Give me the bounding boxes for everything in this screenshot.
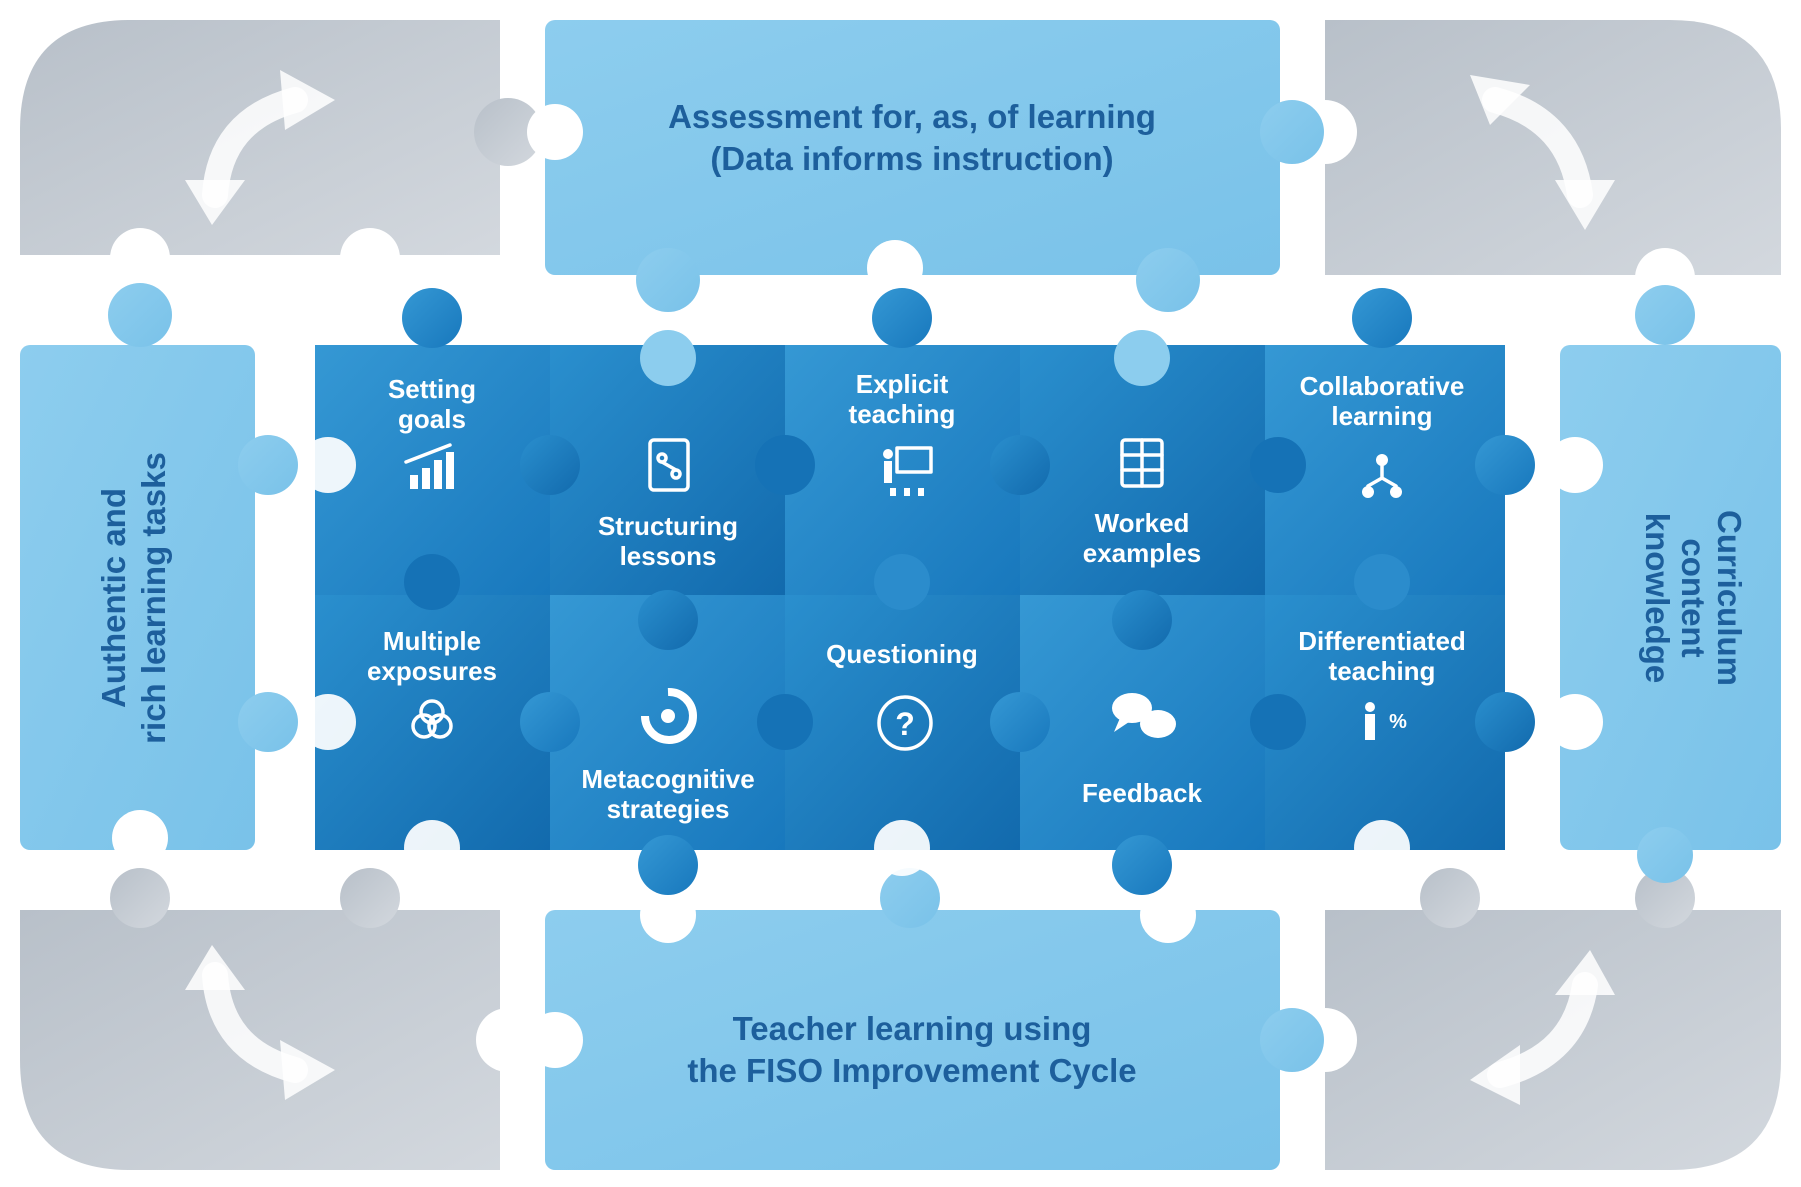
piece-feedback: Feedback: [990, 590, 1265, 895]
left-band-piece: Authentic and rich learning tasks: [20, 283, 298, 866]
piece-label-line1: Collaborative: [1300, 371, 1465, 401]
bar-chart-icon: [404, 443, 454, 489]
left-band-title-line2: rich learning tasks: [135, 452, 172, 744]
piece-label-line1: Feedback: [1082, 778, 1202, 808]
piece-label-line2: strategies: [607, 794, 730, 824]
top-band-title-line2: (Data informs instruction): [710, 140, 1113, 177]
inner-grid: Setting goals Structuring lessons: [300, 288, 1535, 895]
bottom-band-piece: Teacher learning using the FISO Improvem…: [527, 868, 1324, 1170]
piece-label-line1: Questioning: [826, 639, 978, 669]
worked-grid-icon: [1120, 438, 1164, 488]
org-chart-icon: [1362, 454, 1402, 498]
piece-worked-examples: Worked examples: [990, 330, 1265, 595]
piece-multiple-exposures: Multiple exposures: [300, 554, 550, 876]
svg-text:%: %: [1389, 711, 1407, 733]
teacher-board-icon: [883, 446, 933, 496]
piece-label-line2: teaching: [849, 399, 956, 429]
piece-differentiated-teaching: Differentiated teaching %: [1250, 554, 1535, 876]
bottom-band-title-line1: Teacher learning using: [733, 1010, 1092, 1047]
piece-collaborative-learning: Collaborative learning: [1250, 288, 1535, 595]
right-band-title-line1: Curriculum: [1711, 510, 1748, 686]
corner-bottom-right: [1293, 868, 1781, 1170]
piece-structuring-lessons: Structuring lessons: [520, 330, 785, 595]
cycle-arrows-icon: [185, 70, 335, 225]
piece-explicit-teaching: Explicit teaching: [755, 288, 1020, 595]
venn-icon: [411, 699, 453, 739]
piece-label-line1: Worked: [1095, 508, 1190, 538]
piece-label-line2: examples: [1083, 538, 1202, 568]
presenter-icon: %: [1365, 702, 1407, 740]
piece-questioning: Questioning ?: [757, 554, 1020, 876]
cycle-arrows-icon: [1470, 75, 1615, 230]
piece-metacognitive-strategies: Metacognitive strategies: [520, 590, 785, 895]
lesson-plan-icon: [648, 438, 690, 492]
speech-bubbles-icon: [1112, 693, 1176, 738]
right-band-title-line3: knowledge: [1639, 513, 1676, 684]
piece-label-line2: lessons: [620, 541, 717, 571]
piece-label-line1: Setting: [388, 374, 476, 404]
svg-text:?: ?: [895, 706, 915, 742]
question-mark-icon: ?: [877, 695, 933, 751]
piece-label-line2: teaching: [1329, 656, 1436, 686]
corner-top-right: [1293, 20, 1781, 308]
top-band-title-line1: Assessment for, as, of learning: [668, 98, 1156, 135]
cycle-arrows-icon: [1470, 950, 1615, 1105]
left-band-title-line1: Authentic and: [95, 488, 132, 708]
corner-bottom-left: [20, 868, 540, 1170]
piece-label-line1: Differentiated: [1298, 626, 1466, 656]
piece-setting-goals: Setting goals: [300, 288, 550, 595]
cycle-arrows-icon: [185, 945, 335, 1100]
target-ring-icon: [641, 687, 697, 744]
piece-label-line1: Multiple: [383, 626, 481, 656]
piece-label-line2: learning: [1331, 401, 1432, 431]
right-band-piece: Curriculum content knowledge: [1547, 285, 1781, 883]
right-band-title-line2: content: [1675, 538, 1712, 657]
corner-top-left: [20, 20, 542, 288]
piece-label-line2: goals: [398, 404, 466, 434]
bottom-band-title-line2: the FISO Improvement Cycle: [687, 1052, 1136, 1089]
piece-label-line2: exposures: [367, 656, 497, 686]
piece-label-line1: Metacognitive: [581, 764, 754, 794]
top-band-piece: Assessment for, as, of learning (Data in…: [527, 20, 1324, 312]
piece-label-line1: Explicit: [856, 369, 949, 399]
piece-label-line1: Structuring: [598, 511, 738, 541]
